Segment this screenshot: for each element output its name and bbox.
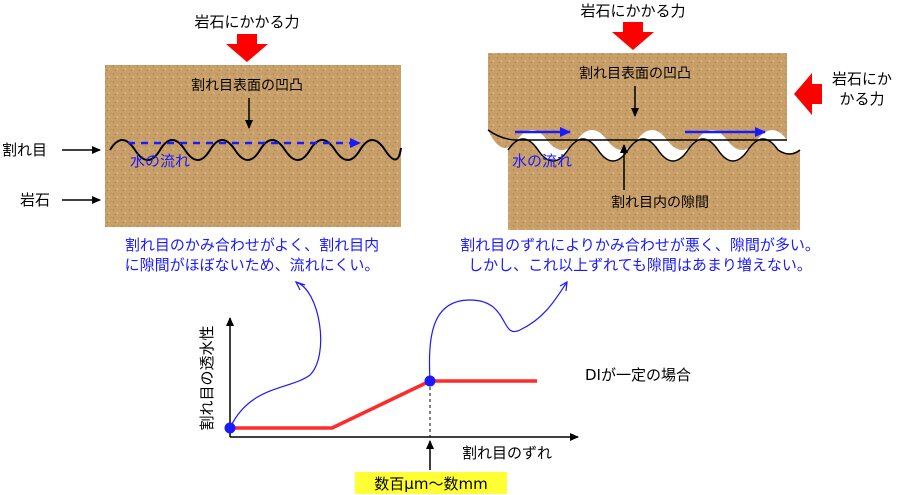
left-surface-label: 割れ目表面の凹凸 [191,77,303,94]
permeability-curve [230,379,537,430]
right-crack-lower [507,138,801,162]
left-caption-line1: 割れ目のかみ合わせがよく、割れ目内 [125,236,379,254]
right-surface-label: 割れ目表面の凹凸 [579,65,691,82]
start-point [224,422,236,434]
left-connector-arrowhead [294,280,306,291]
left-force-label: 岩石にかかる力 [194,13,299,31]
right-caption-line2: しかし、これ以上ずれても隙間はあまり増えない。 [468,256,812,274]
left-caption-line2: に隙間がほぼないため、流れにくい。 [125,256,380,274]
right-caption-line1: 割れ目のずれによりかみ合わせが悪く、隙間が多い。 [460,236,820,254]
crack-label: 割れ目 [2,141,47,159]
left-force-arrow-icon [226,34,268,62]
right-panel: 岩石にかかる力 岩石にか かる力 割れ目表面の凹凸 水の流れ 割れ目内の隙間 割… [460,2,892,274]
graph-y-label: 割れ目の透水性 [198,325,216,430]
right-gap-label: 割れ目内の隙間 [611,194,709,211]
right-force-side-label-2: かる力 [839,90,884,108]
right-connector-arrowhead [559,280,568,292]
rock-label: 岩石 [20,191,50,209]
left-panel: 岩石にかかる力 割れ目表面の凹凸 水の流れ 割れ目 岩石 割れ目のかみ合わせがよ… [2,13,402,274]
left-connector-curve [229,281,322,429]
graph-x-label: 割れ目のずれ [462,444,552,462]
left-flow-label: 水の流れ [130,152,190,170]
permeability-graph: 割れ目の透水性 割れ目のずれ DIが一定の場合 数百μm～数mm [198,280,691,494]
graph-condition-label: DIが一定の場合 [585,366,691,384]
right-force-top-arrow-icon [612,22,654,50]
right-force-top-label: 岩石にかかる力 [580,2,685,20]
right-force-side-label-1: 岩石にか [832,70,892,88]
threshold-highlight [355,472,507,494]
left-crack-line [109,139,402,161]
right-connector-curve [428,281,568,382]
right-upper-rock [488,53,787,150]
threshold-label: 数百μm～数mm [374,475,487,493]
right-force-side-arrow-icon [794,73,822,115]
right-lower-rock [508,139,800,230]
threshold-point [424,375,436,387]
right-flow-label: 水の流れ [512,152,572,170]
